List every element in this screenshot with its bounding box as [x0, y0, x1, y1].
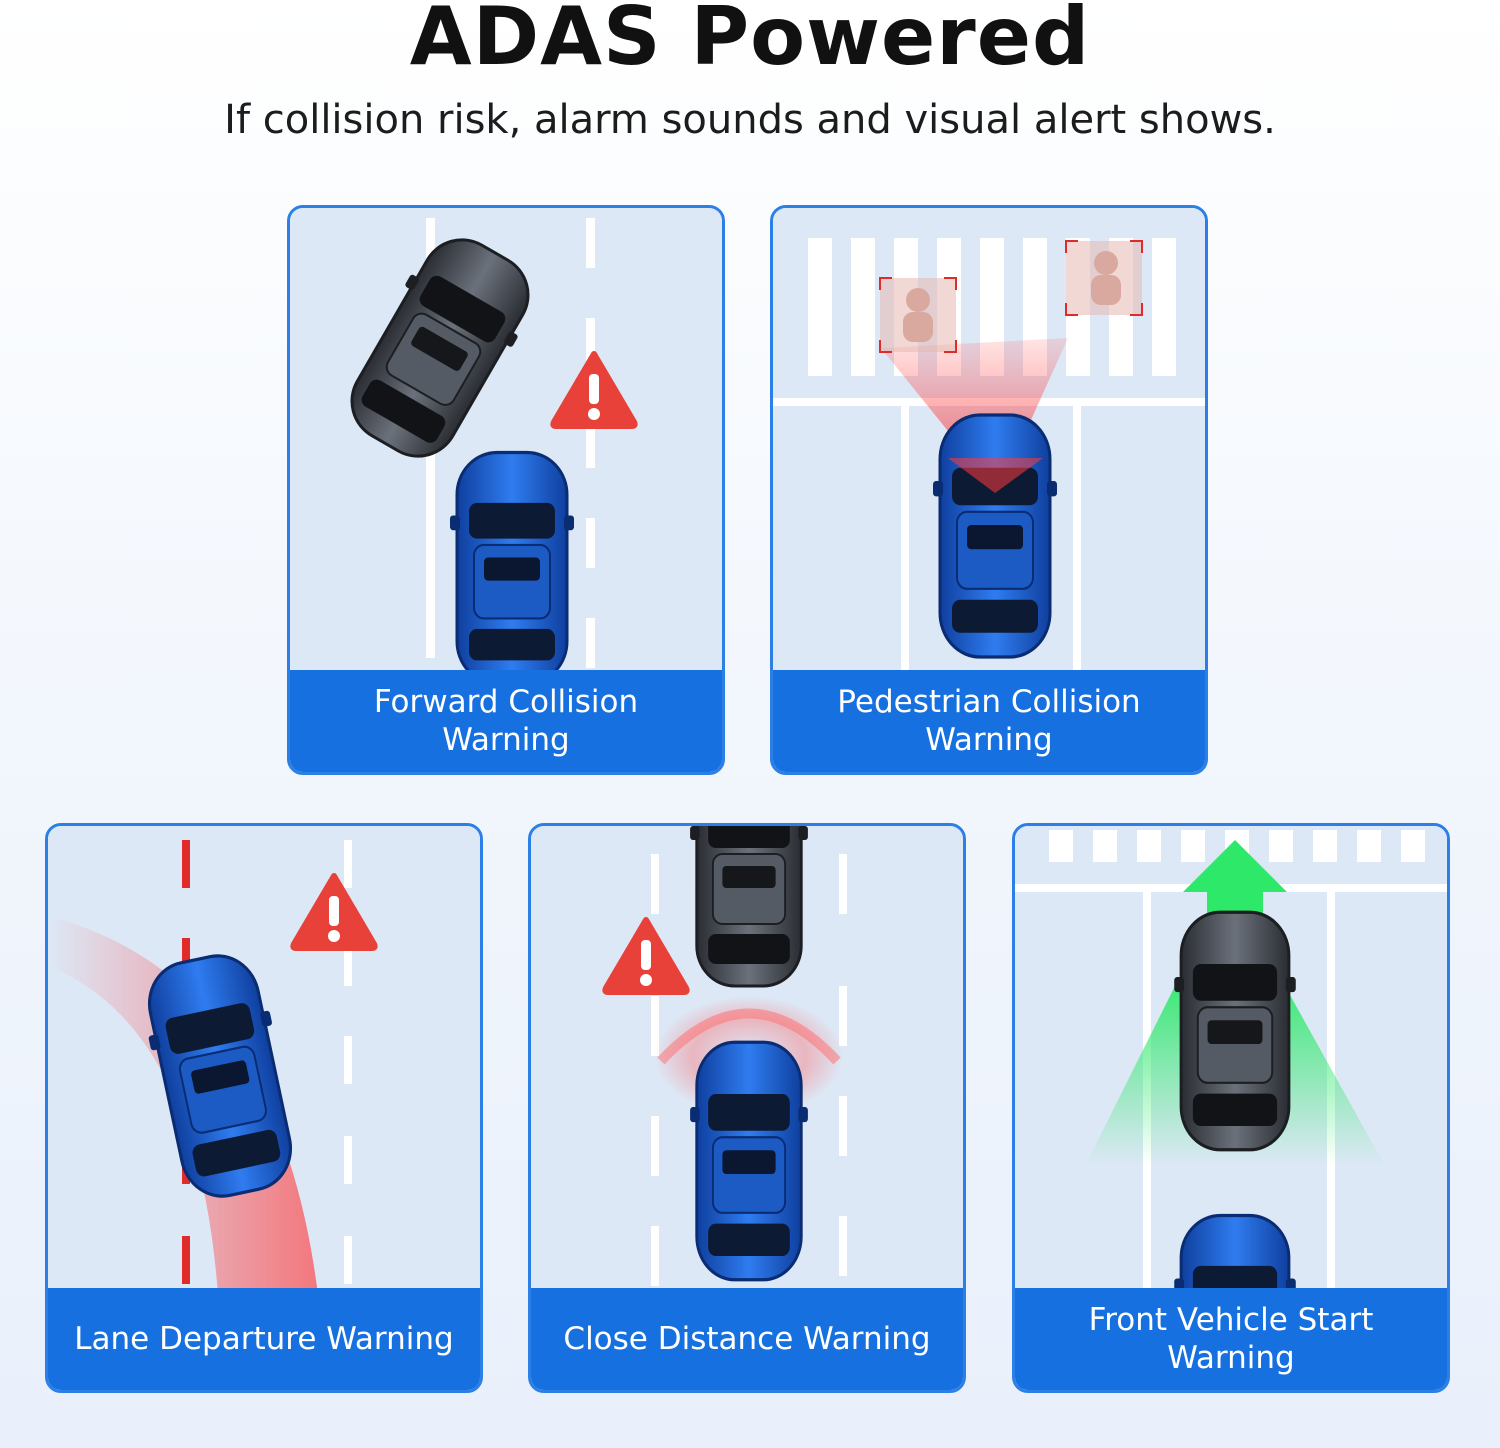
forward-collision-scene — [290, 208, 722, 677]
feature-card-front-vehicle-start: Front Vehicle Start Warning — [1012, 823, 1450, 1393]
blue-car-icon — [931, 413, 1059, 659]
card-caption: Pedestrian Collision Warning — [773, 670, 1205, 772]
feature-card-close-distance: Close Distance Warning — [528, 823, 966, 1393]
front-vehicle-start-scene — [1015, 826, 1447, 1295]
blue-car-icon — [1172, 1213, 1298, 1295]
card-label: Pedestrian Collision Warning — [837, 684, 1141, 758]
close-distance-scene — [531, 826, 963, 1295]
feature-card-lane-departure: Lane Departure Warning — [45, 823, 483, 1393]
gray-car-icon — [688, 826, 810, 988]
gray-car-icon — [1172, 910, 1298, 1152]
pedestrian-collision-scene — [773, 208, 1205, 677]
blue-car-icon — [688, 1040, 810, 1282]
card-label: Close Distance Warning — [563, 1321, 931, 1357]
pedestrian-detect-icon — [879, 277, 957, 353]
card-label: Forward Collision Warning — [373, 684, 639, 758]
page-subtitle: If collision risk, alarm sounds and visu… — [224, 97, 1276, 143]
card-caption: Lane Departure Warning — [48, 1288, 480, 1390]
card-label: Lane Departure Warning — [74, 1321, 454, 1357]
card-caption: Close Distance Warning — [531, 1288, 963, 1390]
feature-card-pedestrian-collision: Pedestrian Collision Warning — [770, 205, 1208, 775]
pedestrian-detect-icon — [1065, 240, 1143, 316]
card-caption: Front Vehicle Start Warning — [1015, 1288, 1447, 1390]
feature-card-forward-collision: Forward Collision Warning — [287, 205, 725, 775]
card-label: Front Vehicle Start Warning — [1088, 1302, 1374, 1376]
blue-car-icon — [448, 450, 576, 677]
page-title: ADAS Powered — [409, 0, 1091, 83]
lane-departure-scene — [48, 826, 480, 1295]
card-caption: Forward Collision Warning — [290, 670, 722, 772]
